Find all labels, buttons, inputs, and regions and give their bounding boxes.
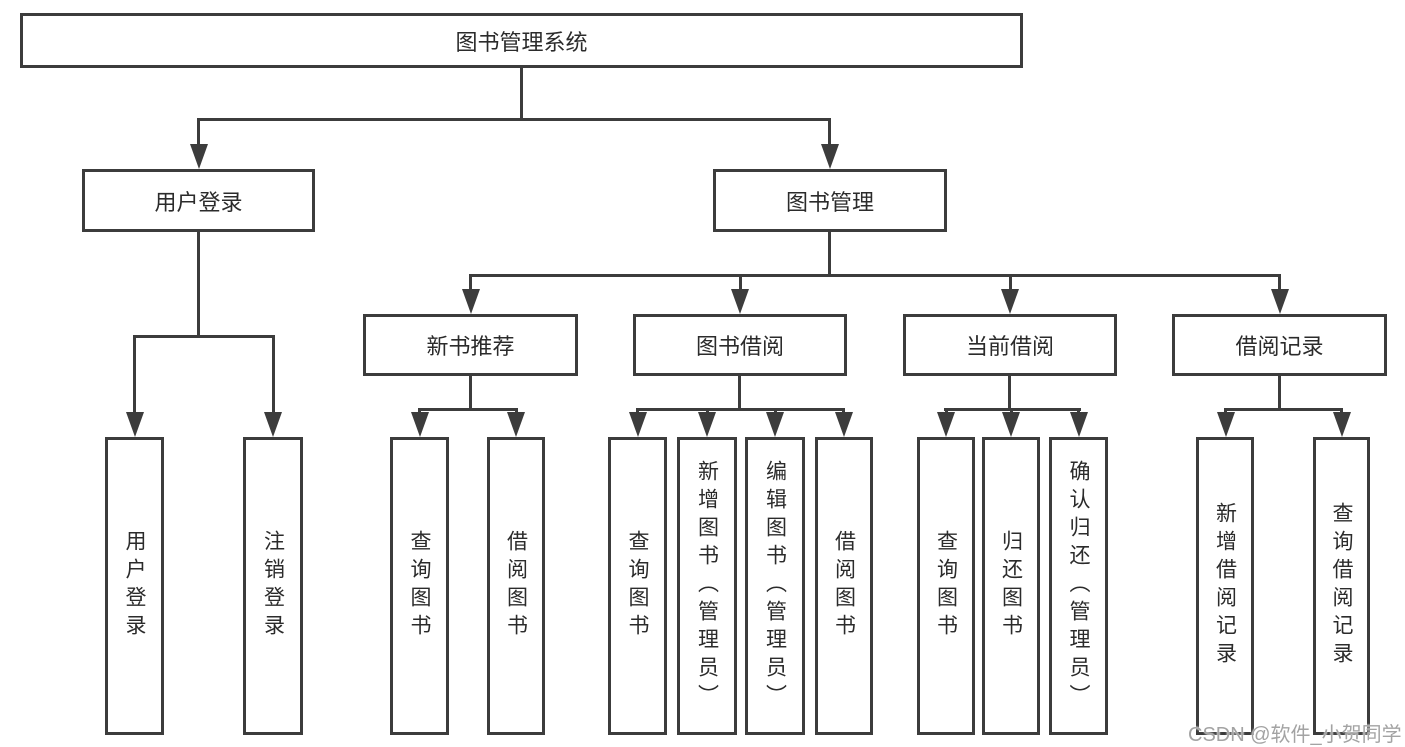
leaf-current-return-book: 归还图书 [982, 437, 1040, 735]
node-label: 图书管理系统 [455, 29, 588, 55]
leaf-borrow-edit-book-admin: 编辑图书（管理员） [745, 437, 805, 735]
node-label: 借阅图书 [504, 530, 528, 642]
leaf-logout: 注销登录 [243, 437, 303, 735]
node-label: 查询图书 [408, 530, 431, 642]
connector-line [739, 274, 742, 291]
node-user-login: 用户登录 [82, 169, 315, 232]
connector-line [636, 408, 845, 411]
node-label: 查询图书 [626, 530, 649, 642]
arrow-down-icon [411, 412, 429, 437]
leaf-record-query-borrow-record: 查询借阅记录 [1313, 437, 1370, 735]
arrow-down-icon [1002, 412, 1020, 437]
node-label: 编辑图书（管理员） [763, 460, 787, 712]
connector-line [469, 274, 472, 291]
connector-line [469, 274, 1281, 277]
arrow-down-icon [126, 412, 144, 437]
leaf-borrow-borrow-book: 借阅图书 [815, 437, 873, 735]
node-label: 借阅记录 [1235, 334, 1324, 359]
connector-line [418, 408, 421, 415]
connector-line [842, 408, 845, 415]
node-label: 图书管理 [785, 189, 874, 215]
leaf-record-add-borrow-record: 新增借阅记录 [1196, 437, 1254, 735]
arrow-down-icon [1271, 289, 1289, 314]
arrow-down-icon [1217, 412, 1235, 437]
arrow-down-icon [507, 412, 525, 437]
arrow-down-icon [835, 412, 853, 437]
arrow-down-icon [731, 289, 749, 314]
connector-line [738, 376, 741, 410]
node-label: 新增借阅记录 [1213, 502, 1237, 670]
arrow-down-icon [1333, 412, 1351, 437]
connector-line [828, 232, 831, 277]
node-book-borrow: 图书借阅 [633, 314, 847, 376]
arrow-down-icon [629, 412, 647, 437]
connector-line [1224, 408, 1227, 415]
connector-line [945, 408, 948, 415]
node-label: 注销登录 [261, 530, 285, 642]
arrow-down-icon [937, 412, 955, 437]
node-label: 查询图书 [934, 530, 958, 642]
leaf-recommend-borrow-book: 借阅图书 [487, 437, 545, 735]
arrow-down-icon [698, 412, 716, 437]
arrow-down-icon [1070, 412, 1088, 437]
leaf-recommend-query-book: 查询图书 [390, 437, 449, 735]
leaf-borrow-add-book-admin: 新增图书（管理员） [677, 437, 737, 735]
leaf-current-query-book: 查询图书 [917, 437, 975, 735]
arrow-down-icon [190, 144, 208, 169]
connector-line [133, 335, 136, 413]
node-library-system: 图书管理系统 [20, 13, 1023, 68]
connector-line [515, 408, 518, 415]
node-label: 图书借阅 [695, 334, 784, 359]
connector-line [272, 335, 275, 413]
node-label: 查询借阅记录 [1330, 502, 1353, 670]
connector-line [636, 408, 639, 415]
connector-line [197, 118, 200, 147]
node-label: 当前借阅 [965, 334, 1054, 359]
connector-line [1077, 408, 1080, 415]
node-label: 归还图书 [999, 530, 1023, 642]
connector-line [1010, 408, 1013, 415]
connector-line [1009, 274, 1012, 291]
arrow-down-icon [264, 412, 282, 437]
node-label: 确认归还（管理员） [1067, 460, 1090, 712]
node-book-management: 图书管理 [713, 169, 947, 232]
node-label: 新增图书（管理员） [695, 460, 719, 712]
connector-line [774, 408, 777, 415]
connector-line [469, 376, 472, 410]
leaf-current-confirm-return-admin: 确认归还（管理员） [1049, 437, 1108, 735]
arrow-down-icon [766, 412, 784, 437]
connector-line [1340, 408, 1343, 415]
node-new-book-recommend: 新书推荐 [363, 314, 578, 376]
node-label: 借阅图书 [832, 530, 856, 642]
connector-line [1278, 376, 1281, 410]
connector-line [1008, 376, 1011, 410]
connector-line [197, 118, 831, 121]
arrow-down-icon [821, 144, 839, 169]
connector-line [706, 408, 709, 415]
node-current-borrow: 当前借阅 [903, 314, 1117, 376]
connector-line [828, 118, 831, 147]
node-label: 新书推荐 [426, 334, 515, 359]
connector-line [520, 68, 523, 121]
connector-line [418, 408, 518, 411]
connector-line [1278, 274, 1281, 291]
node-label: 用户登录 [154, 189, 243, 215]
node-borrow-record: 借阅记录 [1172, 314, 1387, 376]
node-label: 用户登录 [123, 530, 146, 642]
leaf-borrow-query-book: 查询图书 [608, 437, 667, 735]
connector-line [197, 232, 200, 337]
leaf-user-login: 用户登录 [105, 437, 164, 735]
connector-line [133, 335, 275, 338]
watermark-text: CSDN @软件_小贺同学 [1188, 724, 1402, 746]
connector-line [1224, 408, 1343, 411]
arrow-down-icon [1001, 289, 1019, 314]
arrow-down-icon [462, 289, 480, 314]
